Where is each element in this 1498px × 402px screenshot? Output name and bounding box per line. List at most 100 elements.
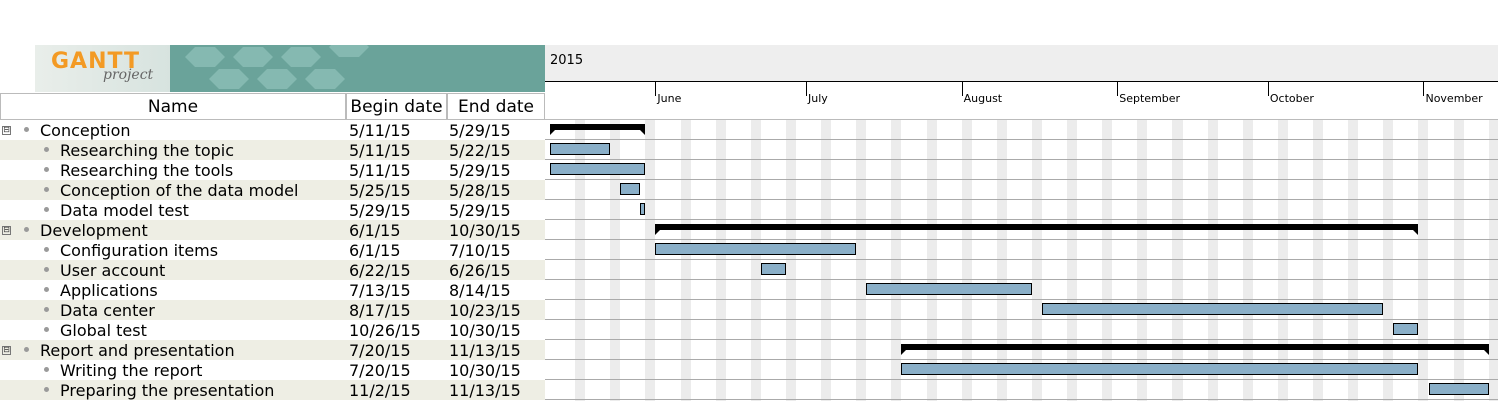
task-bullet-icon	[24, 227, 29, 232]
task-bullet-icon	[44, 267, 49, 272]
task-bar[interactable]	[866, 283, 1032, 295]
row-divider	[545, 279, 1498, 280]
task-end-date: 10/30/15	[449, 321, 521, 340]
logo-hexagon	[281, 47, 321, 67]
task-end-date: 7/10/15	[449, 241, 511, 260]
month-tick	[806, 82, 808, 96]
chart-grid[interactable]	[545, 120, 1498, 401]
weekend-stripe	[1102, 120, 1113, 401]
task-end-date: 10/30/15	[449, 221, 521, 240]
weekend-stripe	[1348, 120, 1359, 401]
row-divider	[545, 299, 1498, 300]
task-name: Conception	[40, 121, 131, 140]
row-divider	[545, 259, 1498, 260]
task-bar[interactable]	[550, 163, 646, 175]
task-begin-date: 7/20/15	[349, 341, 411, 360]
column-header-begin-date[interactable]: Begin date	[346, 93, 447, 120]
logo-hexagon	[233, 47, 273, 67]
ganttproject-logo: GANTT project	[35, 45, 545, 92]
weekend-stripe	[785, 120, 796, 401]
summary-bar[interactable]	[550, 124, 646, 135]
weekend-stripe	[1383, 120, 1394, 401]
task-end-date: 5/28/15	[449, 181, 511, 200]
collapse-toggle-icon[interactable]: ⊟	[2, 345, 11, 355]
month-tick	[1117, 82, 1119, 96]
task-bar[interactable]	[760, 263, 786, 275]
summary-bar[interactable]	[655, 224, 1419, 235]
weekend-stripe	[610, 120, 621, 401]
task-bar[interactable]	[1428, 383, 1489, 395]
task-begin-date: 6/1/15	[349, 221, 401, 240]
task-bullet-icon	[44, 147, 49, 152]
month-label: September	[1119, 92, 1181, 105]
weekend-stripe	[680, 120, 691, 401]
month-tick	[655, 82, 657, 96]
task-bar[interactable]	[640, 203, 646, 215]
weekend-stripe	[1067, 120, 1078, 401]
logo-hexagon	[305, 69, 345, 89]
task-bullet-icon	[44, 167, 49, 172]
task-end-date: 10/23/15	[449, 301, 521, 320]
task-bar[interactable]	[1041, 303, 1384, 315]
task-begin-date: 11/2/15	[349, 381, 411, 400]
weekend-stripe	[1313, 120, 1324, 401]
weekend-stripe	[1418, 120, 1429, 401]
task-bullet-icon	[24, 127, 29, 132]
task-end-date: 6/26/15	[449, 261, 511, 280]
month-label: October	[1269, 92, 1314, 105]
task-bullet-icon	[24, 347, 29, 352]
row-divider	[545, 219, 1498, 220]
task-begin-date: 5/11/15	[349, 141, 411, 160]
row-divider	[545, 199, 1498, 200]
task-table: Name Begin date End date ⊟ Conception 5/11…	[0, 93, 545, 401]
task-name: Global test	[60, 321, 147, 340]
task-bullet-icon	[44, 187, 49, 192]
task-name: User account	[60, 261, 166, 280]
summary-bar[interactable]	[901, 344, 1490, 355]
task-bar[interactable]	[901, 363, 1419, 375]
task-bullet-icon	[44, 247, 49, 252]
weekend-stripe	[961, 120, 972, 401]
task-bar[interactable]	[620, 183, 641, 195]
logo-subtitle: project	[103, 67, 154, 83]
weekend-stripe	[1277, 120, 1288, 401]
weekend-stripe	[926, 120, 937, 401]
task-end-date: 11/13/15	[449, 341, 521, 360]
row-divider	[545, 179, 1498, 180]
task-bar[interactable]	[550, 143, 611, 155]
weekend-stripe	[1488, 120, 1498, 401]
task-name: Conception of the data model	[60, 181, 299, 200]
column-header-end-date[interactable]: End date	[447, 93, 545, 120]
task-bar[interactable]	[655, 243, 857, 255]
row-divider	[545, 399, 1498, 400]
task-name: Writing the report	[60, 361, 203, 380]
task-name: Applications	[60, 281, 158, 300]
task-bullet-icon	[44, 387, 49, 392]
month-label: August	[963, 92, 1003, 105]
task-begin-date: 10/26/15	[349, 321, 421, 340]
column-header-name[interactable]: Name	[0, 93, 346, 120]
task-row[interactable]: Global test 10/26/15 10/30/15	[0, 320, 545, 340]
task-begin-date: 5/29/15	[349, 201, 411, 220]
task-bar[interactable]	[1393, 323, 1419, 335]
collapse-toggle-icon[interactable]: ⊟	[2, 225, 11, 235]
row-divider	[545, 359, 1498, 360]
task-end-date: 11/13/15	[449, 381, 521, 400]
weekend-stripe	[1172, 120, 1183, 401]
task-bullet-icon	[44, 307, 49, 312]
collapse-toggle-icon[interactable]: ⊟	[2, 125, 11, 135]
